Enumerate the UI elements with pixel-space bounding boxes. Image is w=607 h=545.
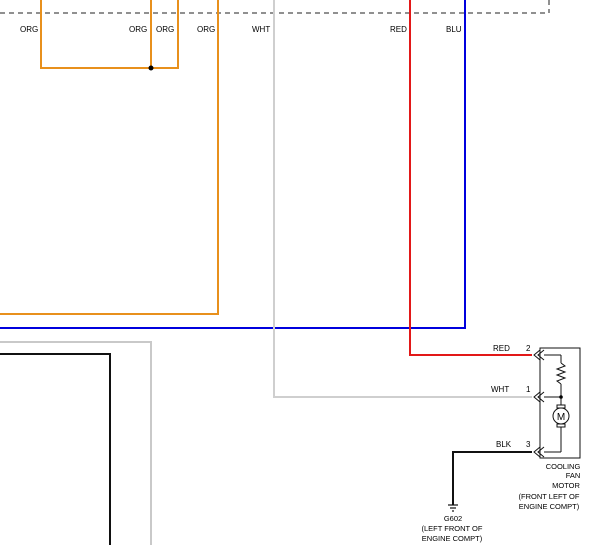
ground-icon [448, 504, 458, 512]
gray-wire-lower [0, 341, 152, 545]
wire-label-red-top: RED [390, 25, 407, 34]
connector-terminals [533, 349, 545, 458]
internal-splice [559, 395, 563, 399]
component-name-line-3: MOTOR [552, 481, 580, 490]
wire-label-blk-conn: BLK [496, 440, 512, 449]
pin-number-2: 2 [526, 344, 531, 353]
component-location-line-1: (FRONT LEFT OF [519, 492, 580, 501]
red-wire [409, 0, 532, 356]
org-wire-loop [40, 0, 179, 69]
ground-id: G602 [444, 514, 462, 523]
terminal-pin-2 [533, 349, 545, 361]
wire-label-red-conn: RED [493, 344, 510, 353]
pin-number-3: 3 [526, 440, 531, 449]
component-name-line-2: FAN [566, 471, 581, 480]
component-box [539, 347, 581, 459]
blk-wire [452, 451, 532, 505]
blu-wire [0, 0, 466, 329]
wire-label-wht-conn: WHT [491, 385, 509, 394]
wire-label-org-2: ORG [129, 25, 147, 34]
wire-label-org-4: ORG [197, 25, 215, 34]
splice-point [148, 65, 154, 71]
brush-bottom [556, 423, 566, 428]
wire-label-wht-top: WHT [252, 25, 270, 34]
wire-label-org-3: ORG [156, 25, 174, 34]
ground-location-line-2: ENGINE COMPT) [422, 534, 483, 543]
wire-label-org-1: ORG [20, 25, 38, 34]
motor-icon-label: M [557, 412, 565, 423]
component-name-line-1: COOLING [546, 462, 581, 471]
black-wire-lower [0, 353, 111, 545]
pin-number-1: 1 [526, 385, 531, 394]
wire-label-blu-top: BLU [446, 25, 462, 34]
component-location-line-2: ENGINE COMPT) [519, 502, 580, 511]
ground-location-line-1: (LEFT FRONT OF [422, 524, 483, 533]
org-wire-long [0, 0, 219, 315]
terminal-pin-1 [533, 391, 545, 403]
resistor-icon [555, 362, 567, 385]
terminal-pin-3 [533, 446, 545, 458]
wht-wire [273, 0, 532, 398]
cooling-fan-motor: M [539, 347, 581, 459]
